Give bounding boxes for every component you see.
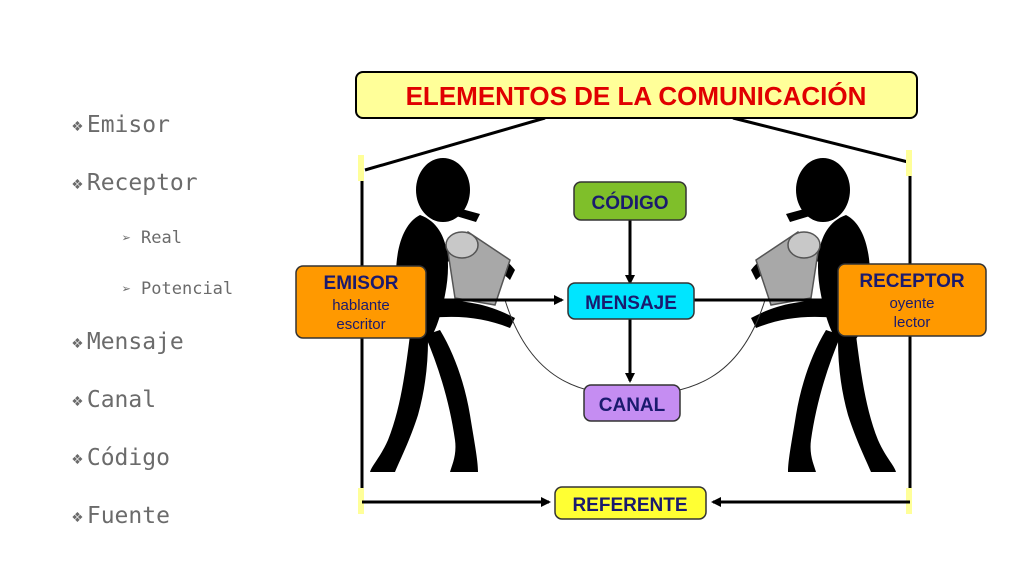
bullet-marker: ❖ [72, 505, 83, 527]
mensaje-label: MENSAJE [585, 293, 677, 314]
bullet-marker: ➢ [122, 280, 132, 298]
bullet-subitem-potencial: ➢ Potencial [122, 279, 233, 299]
bullet-text: Emisor [86, 112, 170, 138]
bullet-text: Mensaje [86, 329, 184, 355]
bullet-marker: ❖ [72, 447, 83, 469]
bullet-item-fuente: ❖ Fuente [72, 503, 170, 529]
emisor-line1: hablante [332, 297, 390, 314]
arrows [362, 220, 910, 507]
bullet-text: Potencial [141, 279, 234, 299]
bullet-item-receptor: ❖ Receptor [72, 170, 198, 196]
bullet-text: Canal [86, 387, 157, 413]
bullet-text: Receptor [86, 170, 198, 196]
cup-icon [445, 231, 511, 306]
referente-label: REFERENTE [572, 495, 687, 516]
bullet-marker: ❖ [72, 172, 83, 194]
title-box: ELEMENTOS DE LA COMUNICACIÓN [355, 71, 918, 119]
codigo-box: CÓDIGO [573, 181, 687, 221]
bullet-marker: ❖ [72, 389, 83, 411]
bullet-text: Real [141, 228, 182, 248]
bullet-item-mensaje: ❖ Mensaje [72, 329, 184, 355]
canal-label: CANAL [599, 395, 666, 416]
bullet-subitem-real: ➢ Real [122, 228, 182, 248]
bullet-text: Código [86, 445, 170, 471]
receptor-line1: oyente [889, 295, 934, 312]
receptor-title: RECEPTOR [859, 271, 965, 292]
diagram-title: ELEMENTOS DE LA COMUNICACIÓN [406, 81, 867, 111]
cup-icon [755, 231, 821, 306]
codigo-label: CÓDIGO [591, 192, 668, 214]
bullet-item-emisor: ❖ Emisor [72, 112, 170, 138]
receptor-line2: lector [894, 314, 931, 331]
bullet-marker: ❖ [72, 114, 83, 136]
bullet-marker: ➢ [122, 229, 132, 247]
bullet-marker: ❖ [72, 331, 83, 353]
receptor-box: RECEPTOR oyente lector [837, 263, 987, 337]
emisor-box: EMISOR hablante escritor [295, 265, 427, 339]
bullet-item-canal: ❖ Canal [72, 387, 156, 413]
emisor-title: EMISOR [324, 273, 399, 294]
canal-box: CANAL [583, 384, 681, 422]
mensaje-box: MENSAJE [567, 282, 695, 320]
bullet-list: ❖ Emisor ❖ Receptor ➢ Real ➢ Potencial ❖… [0, 0, 300, 576]
bullet-text: Fuente [86, 503, 170, 529]
referente-box: REFERENTE [554, 486, 707, 520]
bullet-item-codigo: ❖ Código [72, 445, 170, 471]
emisor-line2: escritor [336, 316, 385, 333]
